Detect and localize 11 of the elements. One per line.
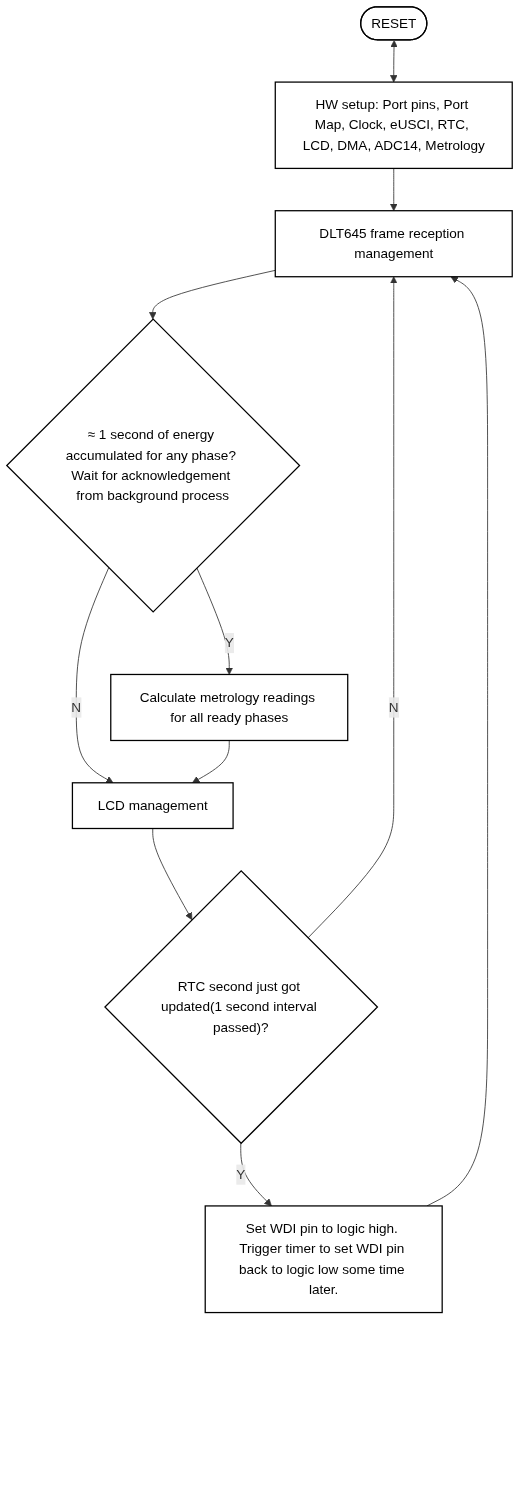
edge-label: Y: [236, 1167, 246, 1182]
node-box: Set WDI pin to logic high. Trigger timer to set WDI pin back to logic low some time later.: [204, 1205, 443, 1314]
node-box: HW setup: Port pins, Port Map, Clock, eUSCI, RTC, LCD, DMA, ADC14, Metrology: [274, 81, 513, 170]
edge-label: Y: [224, 635, 234, 650]
node-box: Calculate metrology readings for all ready phases: [110, 673, 349, 742]
edge-label: N: [388, 699, 399, 715]
node-box: LCD management: [71, 782, 234, 830]
node-box: DLT645 frame reception management: [274, 210, 513, 278]
node-diamond: RTC second just got updated(1 second interval passed)?: [104, 869, 379, 1145]
node-diamond: ≈ 1 second of energy accumulated for any phase? Wait for acknowledgement from background process: [5, 318, 301, 613]
edge-label: N: [71, 699, 82, 715]
